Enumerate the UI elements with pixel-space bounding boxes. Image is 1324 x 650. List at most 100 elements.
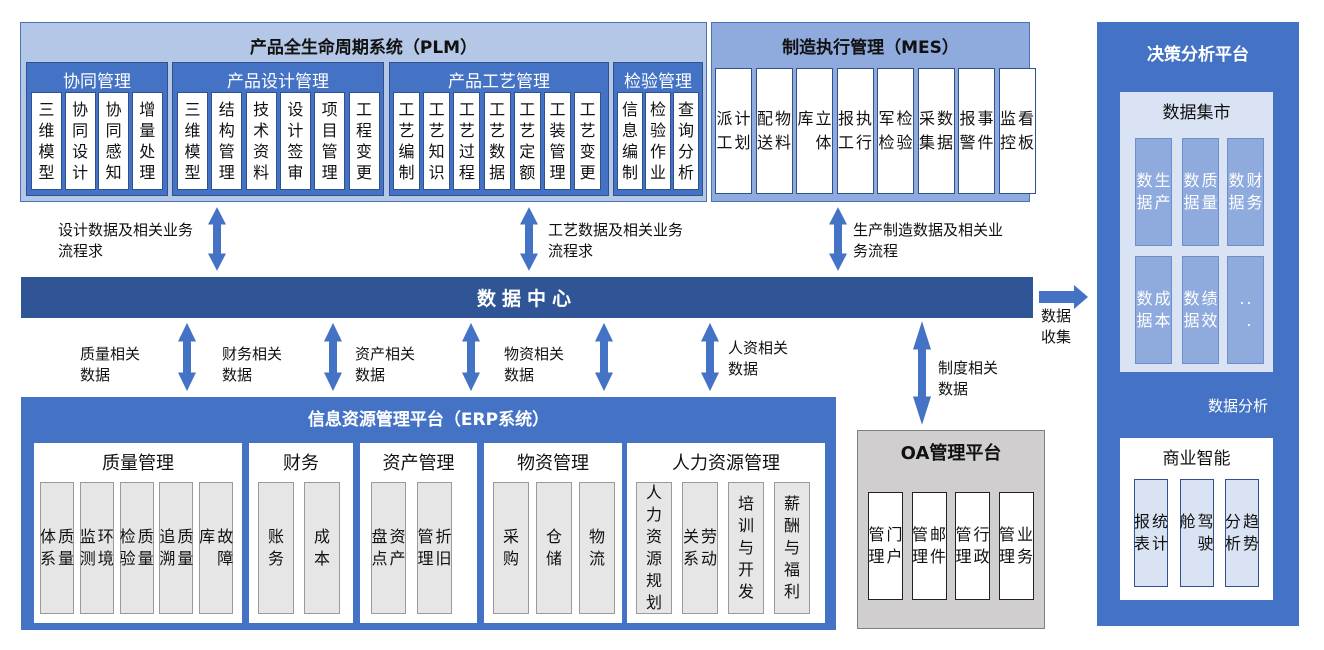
plm-item-label: 技术资料	[253, 100, 270, 182]
plm-item-label: 设计签审	[287, 100, 304, 182]
plm-item: 工艺数据	[483, 92, 511, 190]
plm-item-label: 查询分析	[677, 100, 694, 182]
plm-group-title: 产品设计管理	[227, 72, 329, 92]
arrow-asset-data	[462, 322, 480, 392]
plm-item: 工程变更	[348, 92, 380, 190]
arrow-quality-data	[178, 322, 196, 392]
erp-item-label: 成本	[313, 527, 330, 568]
erp-item-label: 采购	[502, 527, 519, 568]
data-mart-title: 数据集市	[1162, 103, 1231, 123]
oa-item-label: 门户管理	[868, 525, 903, 566]
erp-item: 仓储	[536, 482, 572, 614]
data-mart-item-label: 财务数据	[1228, 171, 1263, 212]
erp-module-title: 物资管理	[517, 453, 589, 474]
erp-item: 质量体系	[40, 482, 74, 614]
plm-item: 工艺过程	[453, 92, 481, 190]
plm-group-title: 协同管理	[63, 72, 131, 92]
plm-item: 检验作业	[645, 92, 671, 190]
erp-item-label: 折旧管理	[417, 527, 452, 568]
mes-item: 执行报工	[836, 68, 874, 194]
mes-item-label: 数据采集	[918, 109, 954, 152]
erp-item: 劳动关系	[682, 482, 718, 614]
data-mart-item: ...	[1227, 256, 1264, 364]
oa-item: 门户管理	[868, 492, 903, 600]
arrow-hr-data	[701, 322, 719, 392]
erp-item: 采购	[493, 482, 529, 614]
erp-item: 培训与开发	[728, 482, 764, 614]
mes-item: 计划派工	[715, 68, 752, 194]
erp-item-label: 环境监测	[79, 527, 114, 568]
arrow-material-data	[595, 322, 613, 392]
plm-item: 工艺变更	[574, 92, 602, 190]
plm-item-label: 增量处理	[139, 100, 156, 182]
erp-module-title: 人力资源管理	[672, 453, 780, 474]
plm-item-label: 检验作业	[649, 100, 666, 182]
erp-item-label: 劳动关系	[682, 527, 718, 568]
mes-item: 物料配送	[755, 68, 793, 194]
plm-item-label: 工艺知识	[428, 100, 445, 182]
erp-item-label: 质量追溯	[159, 527, 194, 568]
erp-item-label: 质量检验	[119, 527, 154, 568]
label-material-data: 物资相关数据	[504, 345, 565, 384]
erp-module-title: 资产管理	[382, 453, 455, 474]
erp-item-label: 故障库	[199, 527, 234, 568]
data-mart-item-label: 成本数据	[1136, 289, 1171, 330]
oa-item: 行政管理	[955, 492, 990, 600]
data-mart-item: 绩效数据	[1182, 256, 1219, 364]
data-center-bar: 数据中心	[21, 277, 1033, 318]
bi-item-label: 统计报表	[1133, 512, 1169, 553]
plm-group-title: 产品工艺管理	[448, 72, 550, 92]
plm-item: 项目管理	[314, 92, 346, 190]
plm-title: 产品全生命周期系统（PLM）	[249, 38, 478, 58]
oa-title: OA管理平台	[900, 443, 1002, 464]
label-data-analysis: 数据分析	[1208, 397, 1269, 415]
decision-platform-title: 决策分析平台	[1147, 45, 1249, 65]
plm-item: 工艺知识	[423, 92, 451, 190]
erp-item: 人力资源规划	[636, 482, 672, 614]
oa-item-label: 业务管理	[998, 525, 1034, 566]
erp-item-label: 人力资源规划	[645, 483, 662, 612]
plm-item: 三维模型	[31, 92, 62, 190]
erp-item: 资产盘点	[371, 482, 406, 614]
mes-item: 看板监控	[998, 68, 1036, 194]
plm-item: 协同感知	[98, 92, 130, 190]
oa-item-label: 行政管理	[955, 525, 990, 566]
plm-item-label: 工艺数据	[489, 100, 506, 182]
erp-item: 故障库	[199, 482, 233, 614]
plm-item-label: 工艺编制	[398, 100, 415, 182]
mes-item-label: 计划派工	[716, 109, 751, 152]
plm-item-label: 项目管理	[321, 100, 338, 182]
bi-item: 驾驶舱	[1179, 479, 1214, 587]
mes-item: 事件报警	[958, 68, 995, 194]
data-mart-item: 财务数据	[1227, 138, 1264, 246]
label-hr-data: 人资相关数据	[728, 339, 789, 378]
plm-item: 设计签审	[279, 92, 311, 190]
data-mart-item: 质量数据	[1182, 138, 1219, 246]
mes-item-label: 看板监控	[999, 109, 1035, 152]
bi-item: 统计报表	[1134, 479, 1168, 587]
plm-item: 工艺编制	[393, 92, 420, 190]
label-quality-data: 质量相关数据	[80, 345, 141, 384]
mes-item-label: 执行报工	[837, 109, 873, 152]
data-mart-item: 成本数据	[1135, 256, 1172, 364]
plm-item-label: 工装管理	[549, 100, 566, 182]
data-mart-item: 生产数据	[1135, 138, 1172, 246]
erp-item-label: 资产盘点	[371, 527, 406, 568]
arrow-process-flow	[520, 207, 538, 271]
label-mes-flow: 生产制造数据及相关业务流程	[853, 221, 1004, 260]
oa-item: 业务管理	[998, 492, 1034, 600]
label-process-flow: 工艺数据及相关业务流程求	[548, 221, 684, 260]
arrow-data-collect	[1039, 285, 1088, 309]
plm-item: 工装管理	[544, 92, 571, 190]
label-oa-data: 制度相关数据	[938, 359, 999, 398]
label-design-flow: 设计数据及相关业务流程求	[58, 221, 194, 260]
mes-item: 检验军检	[877, 68, 914, 194]
bi-item: 趋势分析	[1225, 479, 1259, 587]
erp-item: 成本	[304, 482, 340, 614]
arrow-finance-data	[324, 322, 342, 392]
plm-item: 信息编制	[617, 92, 643, 190]
data-mart-item-label: 生产数据	[1136, 171, 1171, 212]
mes-item-label: 物料配送	[756, 109, 792, 152]
oa-item: 邮件管理	[911, 492, 947, 600]
erp-item: 物流	[579, 482, 615, 614]
